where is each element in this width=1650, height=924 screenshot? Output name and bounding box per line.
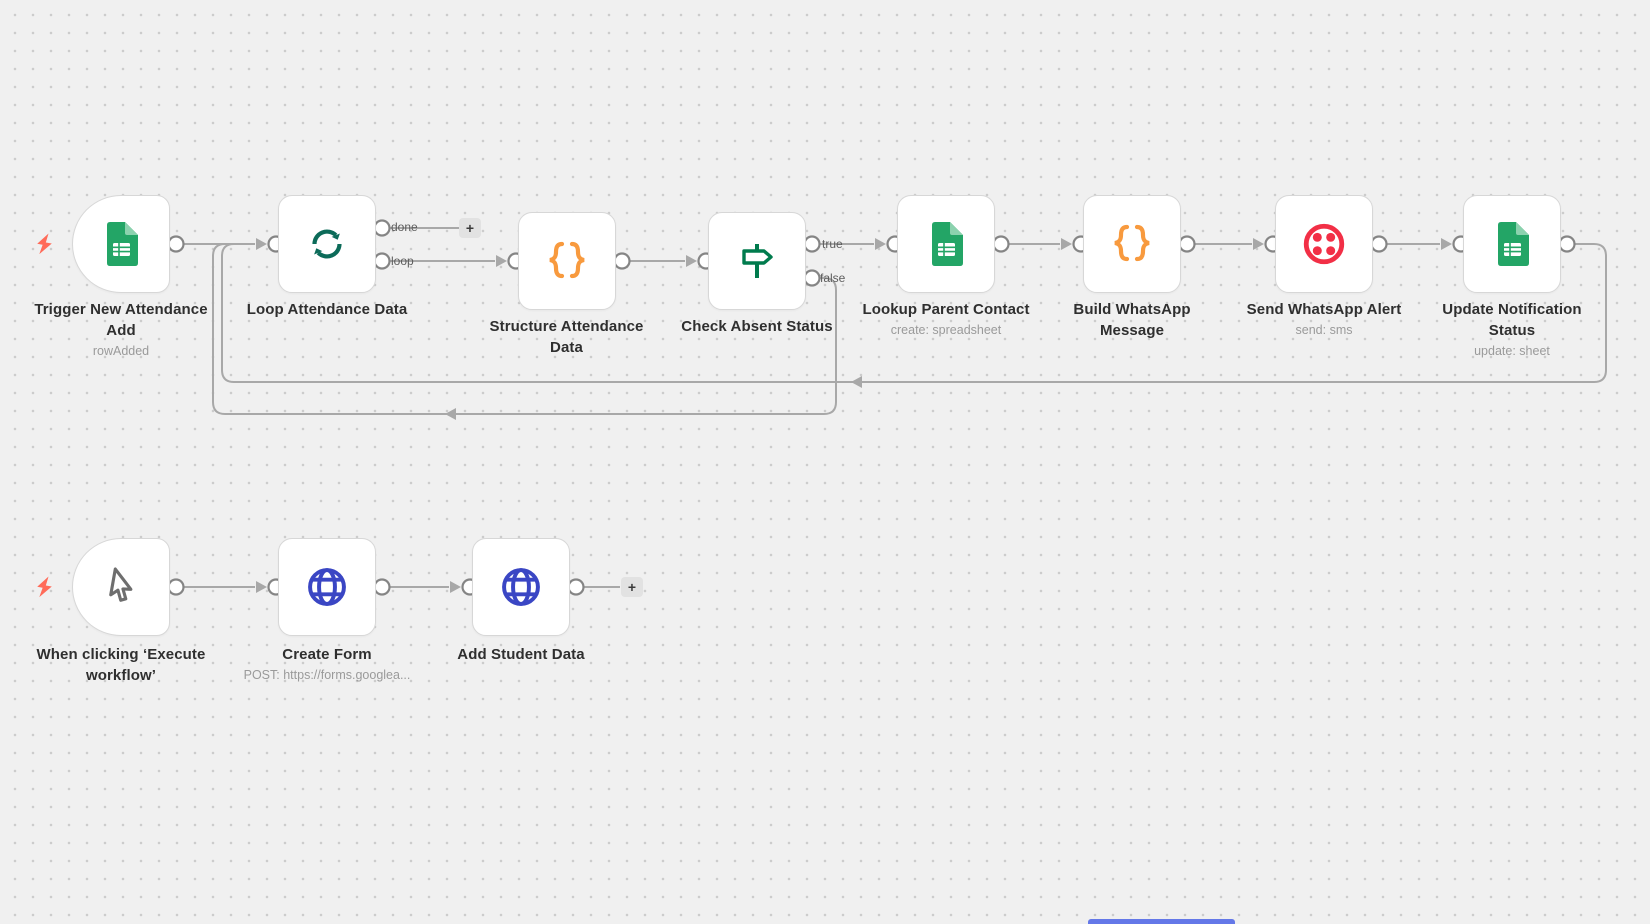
loop-icon: [312, 229, 342, 259]
node-lookup-parent-contact[interactable]: [897, 195, 995, 293]
node-loop-attendance-data[interactable]: [278, 195, 376, 293]
output-port[interactable]: [1370, 235, 1388, 253]
output-port[interactable]: [567, 578, 585, 596]
node-label-create-form: Create Form POST: https://forms.googlea.…: [197, 644, 457, 685]
connector-label-true: true: [822, 237, 843, 251]
node-label-update-notification-status: Update Notification Status update: sheet: [1427, 299, 1597, 361]
connector-label-loop: loop: [391, 254, 414, 268]
output-port-true[interactable]: [803, 235, 821, 253]
node-trigger-new-attendance-add[interactable]: [72, 195, 170, 293]
output-port[interactable]: [373, 578, 391, 596]
node-title: Update Notification Status: [1442, 301, 1582, 339]
output-port[interactable]: [992, 235, 1010, 253]
output-port[interactable]: [613, 252, 631, 270]
node-title: Check Absent Status: [681, 318, 833, 335]
output-port-done[interactable]: [373, 219, 391, 237]
node-title: Lookup Parent Contact: [862, 301, 1030, 318]
node-label-manual-trigger: When clicking ‘Execute workflow’: [32, 644, 210, 686]
node-add-student-data[interactable]: [472, 538, 570, 636]
node-subtitle: rowAdded: [92, 344, 150, 358]
wire-check-false-loopback[interactable]: [212, 243, 837, 415]
node-subtitle: update: sheet: [1474, 344, 1550, 358]
node-send-whatsapp-alert[interactable]: [1275, 195, 1373, 293]
wire-arrowheads: [256, 238, 1452, 593]
node-title: Loop Attendance Data: [246, 301, 408, 318]
add-node-button[interactable]: +: [621, 577, 643, 597]
node-label-check-absent-status: Check Absent Status: [642, 316, 872, 337]
wire-update-loopback[interactable]: [221, 243, 1607, 383]
twilio-icon: [1303, 223, 1345, 265]
code-braces-icon: [1114, 224, 1150, 262]
if-signpost-icon: [742, 244, 773, 278]
node-subtitle: create: spreadsheet: [890, 323, 1002, 337]
output-port-loop[interactable]: [373, 252, 391, 270]
node-structure-attendance-data[interactable]: [518, 212, 616, 310]
google-sheets-icon: [107, 222, 138, 266]
node-label-build-whatsapp-message: Build WhatsApp Message: [1057, 299, 1207, 341]
node-build-whatsapp-message[interactable]: [1083, 195, 1181, 293]
connector-label-done: done: [391, 220, 418, 234]
output-port[interactable]: [167, 578, 185, 596]
cursor-icon: [109, 567, 133, 602]
output-port[interactable]: [1558, 235, 1576, 253]
node-manual-trigger[interactable]: [72, 538, 170, 636]
output-port[interactable]: [1178, 235, 1196, 253]
google-sheets-icon: [932, 222, 963, 266]
node-title: Trigger New Attendance Add: [34, 301, 208, 339]
node-title: Build WhatsApp Message: [1073, 301, 1191, 339]
code-braces-icon: [549, 241, 585, 279]
node-title: Create Form: [282, 646, 372, 663]
node-title: Structure Attendance Data: [489, 318, 644, 356]
node-title: Send WhatsApp Alert: [1246, 301, 1402, 318]
node-label-structure-attendance-data: Structure Attendance Data: [479, 316, 654, 358]
node-label-loop-attendance-data: Loop Attendance Data: [217, 299, 437, 320]
connector-label-false: false: [820, 271, 846, 285]
trigger-bolt-icon: [37, 576, 53, 603]
globe-icon: [502, 568, 540, 606]
google-sheets-icon: [1498, 222, 1529, 266]
output-port[interactable]: [167, 235, 185, 253]
node-title: Add Student Data: [457, 646, 585, 663]
output-port-false[interactable]: [803, 269, 821, 287]
node-label-lookup-parent-contact: Lookup Parent Contact create: spreadshee…: [826, 299, 1066, 340]
horizontal-scrollbar-thumb[interactable]: [1088, 919, 1235, 924]
node-label-add-student-data: Add Student Data: [401, 644, 641, 665]
node-check-absent-status[interactable]: [708, 212, 806, 310]
node-subtitle: POST: https://forms.googlea...: [243, 668, 411, 682]
node-subtitle: send: sms: [1295, 323, 1353, 337]
node-label-trigger-new-attendance-add: Trigger New Attendance Add rowAdded: [26, 299, 216, 361]
node-title: When clicking ‘Execute workflow’: [36, 646, 206, 684]
trigger-bolt-icon: [37, 233, 53, 260]
node-label-send-whatsapp-alert: Send WhatsApp Alert send: sms: [1204, 299, 1444, 340]
add-node-button[interactable]: +: [459, 218, 481, 238]
node-update-notification-status[interactable]: [1463, 195, 1561, 293]
node-create-form[interactable]: [278, 538, 376, 636]
globe-icon: [308, 568, 346, 606]
